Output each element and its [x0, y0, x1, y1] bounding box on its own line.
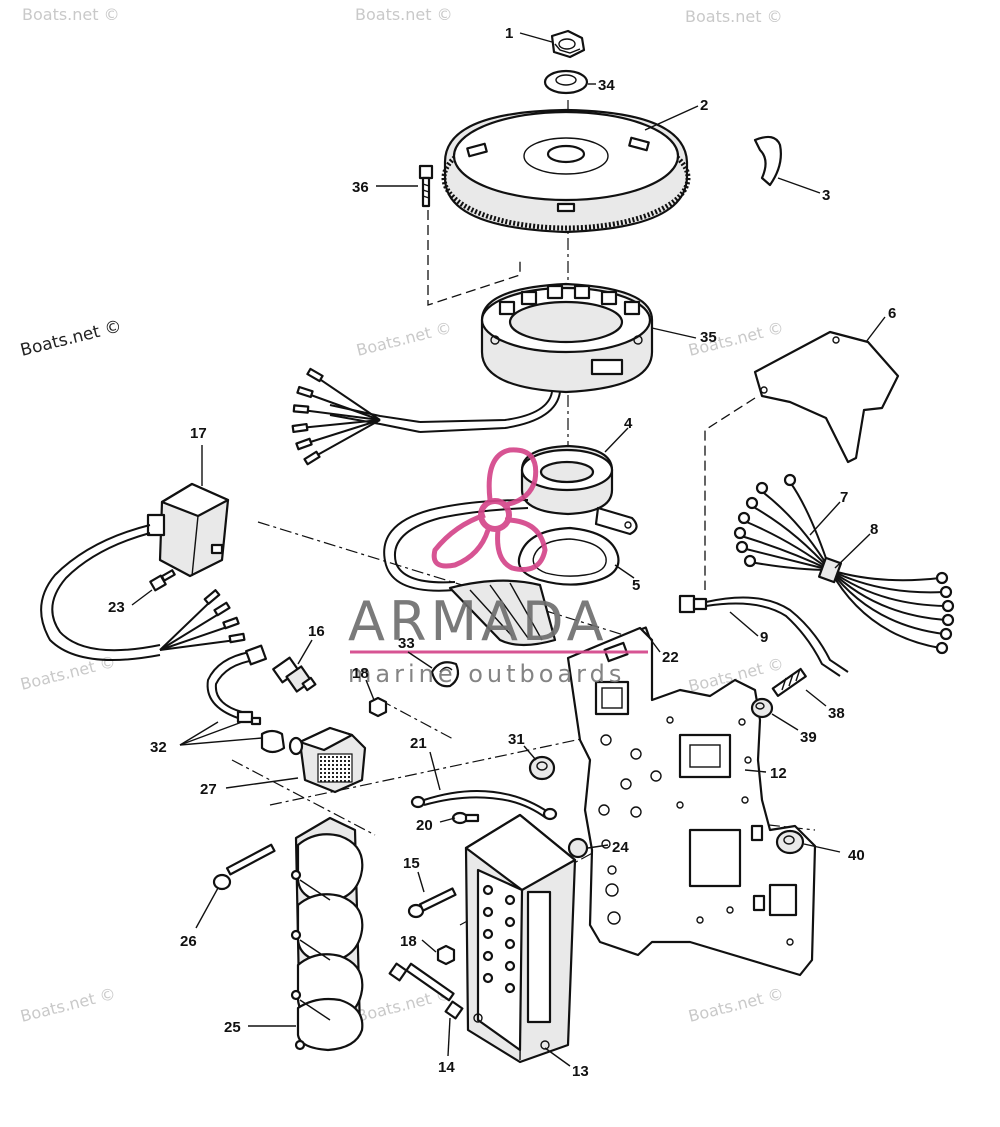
- callout-label: 35: [700, 329, 717, 346]
- callout-label: 25: [224, 1019, 241, 1036]
- brand-tagline: marine outboards: [348, 660, 625, 688]
- part-25-coil-bank: [290, 816, 364, 1052]
- callout-label: 22: [662, 649, 679, 666]
- callout-label: 40: [848, 847, 865, 864]
- watermark: Boats.net ©: [22, 5, 120, 24]
- callout-label: 12: [770, 765, 787, 782]
- part-4-trigger: [383, 444, 638, 592]
- callout-label: 3: [822, 187, 830, 204]
- watermark: Boats.net ©: [18, 984, 117, 1026]
- callout-label: 33: [398, 635, 415, 652]
- part-39-spacer: [750, 697, 774, 719]
- callout-label: 38: [828, 705, 845, 722]
- callout-label: 6: [888, 305, 896, 322]
- part-13-switch-box: [464, 813, 577, 1064]
- callout-label: 24: [612, 839, 629, 856]
- callout-label: 9: [760, 629, 768, 646]
- part-34-washer: [543, 69, 589, 95]
- callout-label: 5: [632, 577, 640, 594]
- watermark: Boats.net ©: [18, 652, 117, 694]
- callout-label: 14: [438, 1059, 455, 1076]
- part-2-flywheel: [441, 108, 691, 234]
- part-15-screw: [407, 887, 457, 919]
- part-31-grommet: [528, 755, 556, 781]
- part-33-clamp: [430, 661, 460, 688]
- propeller-logo-icon: [431, 447, 548, 572]
- callout-label: 20: [416, 817, 433, 834]
- trigger-harness-bundle: [448, 579, 557, 647]
- part-5-gasket: [517, 526, 620, 586]
- callout-leaders: [131, 32, 886, 1067]
- callout-label: 17: [190, 425, 207, 442]
- part-32-lead: [206, 644, 286, 754]
- part-3-flywheel-key: [753, 135, 782, 187]
- watermark: Boats.net ©: [18, 316, 123, 360]
- callout-label: 23: [108, 599, 125, 616]
- callout-label: 26: [180, 933, 197, 950]
- part-40-grommet: [775, 829, 805, 855]
- callout-label: 39: [800, 729, 817, 746]
- watermark: Boats.net ©: [354, 318, 453, 360]
- callout-label: 1: [505, 25, 513, 42]
- part-21-wire: [410, 790, 558, 821]
- callout-label: 16: [308, 623, 325, 640]
- callout-label: 18: [352, 665, 369, 682]
- watermark: Boats.net ©: [355, 5, 453, 24]
- callout-label: 13: [572, 1063, 589, 1080]
- part-14-jumper: [388, 962, 464, 1020]
- callout-label: 32: [150, 739, 167, 756]
- callout-label: 18: [400, 933, 417, 950]
- part-36-screw: [418, 164, 434, 208]
- part-1-flywheel-nut: [550, 29, 586, 59]
- part-38-stud: [771, 667, 807, 697]
- part-7-8-wire-harness: [733, 473, 955, 655]
- part-27-coil: [288, 726, 367, 794]
- part-17-rectifier: [40, 482, 246, 661]
- brand-name: ARMADA: [348, 590, 608, 653]
- part-16-switch: [272, 656, 317, 693]
- callout-label: 15: [403, 855, 420, 872]
- callout-label: 36: [352, 179, 369, 196]
- part-18-nut: [368, 696, 388, 718]
- watermark: Boats.net ©: [685, 7, 783, 26]
- callout-label: 21: [410, 735, 427, 752]
- part-20-screw: [451, 811, 480, 825]
- callout-labels: 1 2 3 4 5 6 7 8 9 12 13 14 15 16 17 18 1…: [108, 25, 896, 1080]
- callout-label: 2: [700, 97, 708, 114]
- part-35-stator: [291, 282, 654, 466]
- part-18-nut-lower: [436, 944, 456, 966]
- callout-label: 7: [840, 489, 848, 506]
- watermark: Boats.net ©: [686, 984, 785, 1026]
- brand-logo: ARMADA marine outboards: [348, 447, 648, 688]
- part-9-cable: [678, 594, 849, 677]
- callout-label: 4: [624, 415, 633, 432]
- part-24-grommet: [567, 837, 589, 859]
- callout-label: 34: [598, 77, 615, 94]
- part-26-screw: [212, 843, 276, 891]
- part-6-bracket: [753, 330, 900, 464]
- callout-label: 27: [200, 781, 217, 798]
- part-12-mounting-plate: [566, 626, 817, 977]
- callout-label: 8: [870, 521, 878, 538]
- callout-label: 31: [508, 731, 525, 748]
- part-23-screw: [149, 569, 176, 592]
